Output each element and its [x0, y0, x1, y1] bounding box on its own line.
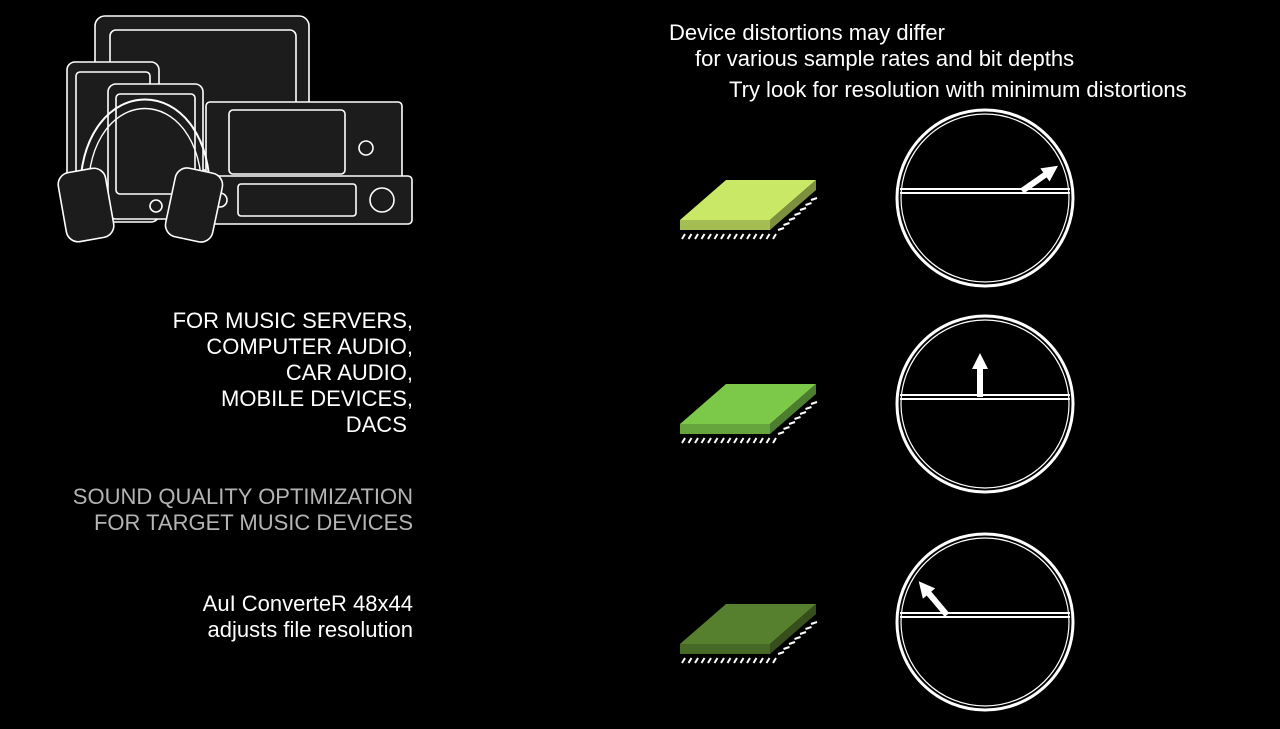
chip-icon	[680, 604, 818, 664]
device-line: CAR AUDIO,	[285, 360, 413, 385]
distortion-meter-icon	[895, 532, 1075, 712]
target-devices-list: FOR MUSIC SERVERS, COMPUTER AUDIO, CAR A…	[173, 308, 413, 438]
device-line: MOBILE DEVICES,	[221, 386, 413, 411]
converter-caption-line: AuI ConverteR 48x44	[202, 591, 413, 616]
optimization-title: SOUND QUALITY OPTIMIZATION FOR TARGET MU…	[73, 484, 413, 536]
optimization-title-line: SOUND QUALITY OPTIMIZATION	[72, 484, 413, 509]
device-line: DACS	[345, 412, 413, 437]
distortion-note: Try look for resolution with minimum dis…	[729, 77, 1187, 102]
music-devices-illustration	[57, 15, 413, 243]
converter-caption-line: adjusts file resolution	[207, 617, 413, 642]
device-line: COMPUTER AUDIO,	[206, 334, 413, 359]
optimization-title-line: FOR TARGET MUSIC DEVICES	[93, 510, 413, 535]
device-line: FOR MUSIC SERVERS,	[172, 308, 413, 333]
distortion-meter-icon	[895, 314, 1075, 494]
chip-icon	[680, 384, 818, 444]
chip-icon	[680, 180, 818, 240]
converter-caption: AuI ConverteR 48x44 adjusts file resolut…	[203, 591, 413, 643]
distortion-meter-icon	[895, 108, 1075, 288]
distortion-note: Device distortions may differ	[669, 20, 945, 45]
distortion-note: for various sample rates and bit depths	[695, 46, 1075, 71]
